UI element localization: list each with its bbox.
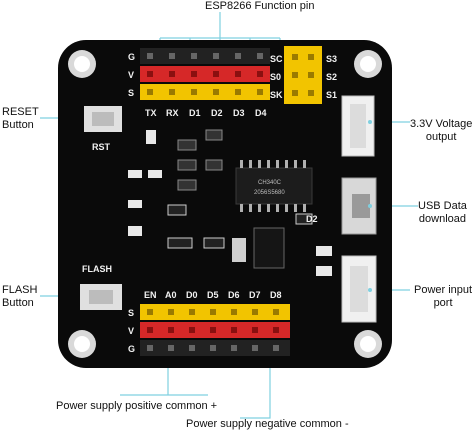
flash-silk: FLASH: [82, 264, 112, 274]
flash-label-line-1: FLASH: [2, 284, 38, 296]
reset-label-line-2: Button: [2, 119, 34, 131]
bottom-header: [140, 304, 290, 356]
pin-label-sk: SK: [270, 90, 283, 100]
row-label-v-top: V: [128, 70, 134, 80]
power-input-connector: [341, 255, 377, 323]
power-input-line-2: port: [433, 297, 453, 309]
mounting-holes: [68, 50, 382, 358]
row-label-v-bottom: V: [128, 326, 134, 336]
pin-label-d3: D3: [233, 108, 245, 118]
usb-label: USB Data download: [418, 200, 467, 226]
pin-label-sc: SC: [270, 54, 283, 64]
power-negative-label: Power supply negative common -: [186, 418, 349, 430]
flash-button[interactable]: [80, 284, 122, 310]
usb-label-line-2: download: [418, 213, 466, 225]
pin-label-d0: D0: [186, 290, 198, 300]
pin-label-d6: D6: [228, 290, 240, 300]
pin-label-en: EN: [144, 290, 157, 300]
usb-label-line-1: USB Data: [418, 200, 467, 212]
pin-label-s0: S0: [270, 72, 281, 82]
reset-label-line-1: RESET: [2, 106, 39, 118]
pin-label-tx: TX: [145, 108, 157, 118]
pin-label-d2: D2: [211, 108, 223, 118]
smd-components: [128, 129, 332, 276]
function-pin-label: ESP8266 Function pin: [205, 0, 315, 12]
power-input-line-1: Power input: [414, 284, 473, 296]
pin-label-s1: S1: [326, 90, 337, 100]
chip-code: 2056S5680: [254, 190, 285, 196]
rst-silk: RST: [92, 142, 111, 152]
pin-label-s3: S3: [326, 54, 337, 64]
row-label-s-top: S: [128, 88, 134, 98]
flash-button-label: FLASH Button: [2, 284, 37, 310]
top-header: [140, 48, 270, 100]
voltage-label-line-1: 3.3V Voltage: [410, 118, 473, 130]
row-label-s-bottom: S: [128, 308, 134, 318]
chip-label: CH340C: [258, 180, 282, 186]
pin-label-d8: D8: [270, 290, 282, 300]
power-input-label: Power input port: [414, 284, 472, 310]
voltage-label-line-2: output: [425, 131, 457, 143]
pin-label-s2: S2: [326, 72, 337, 82]
usb-connector: [341, 177, 377, 235]
reset-button-label: RESET Button: [2, 106, 39, 132]
reset-button[interactable]: [84, 106, 122, 132]
d2-silk: D2: [306, 214, 318, 224]
power-positive-label: Power supply positive common +: [56, 400, 218, 412]
voltage-output-connector: [341, 95, 375, 157]
pin-label-d5: D5: [207, 290, 219, 300]
ch340c-chip: [235, 160, 313, 212]
row-label-g-top: G: [128, 52, 135, 62]
pin-label-d1: D1: [189, 108, 201, 118]
flash-label-line-2: Button: [2, 297, 34, 309]
voltage-output-label: 3.3V Voltage output: [410, 118, 472, 144]
pin-label-rx: RX: [166, 108, 179, 118]
row-label-g-bottom: G: [128, 344, 135, 354]
pin-label-d7: D7: [249, 290, 261, 300]
pin-label-d4: D4: [255, 108, 267, 118]
sd-header: [284, 46, 322, 104]
pcb-board: [58, 40, 392, 368]
pin-label-a0: A0: [165, 290, 177, 300]
